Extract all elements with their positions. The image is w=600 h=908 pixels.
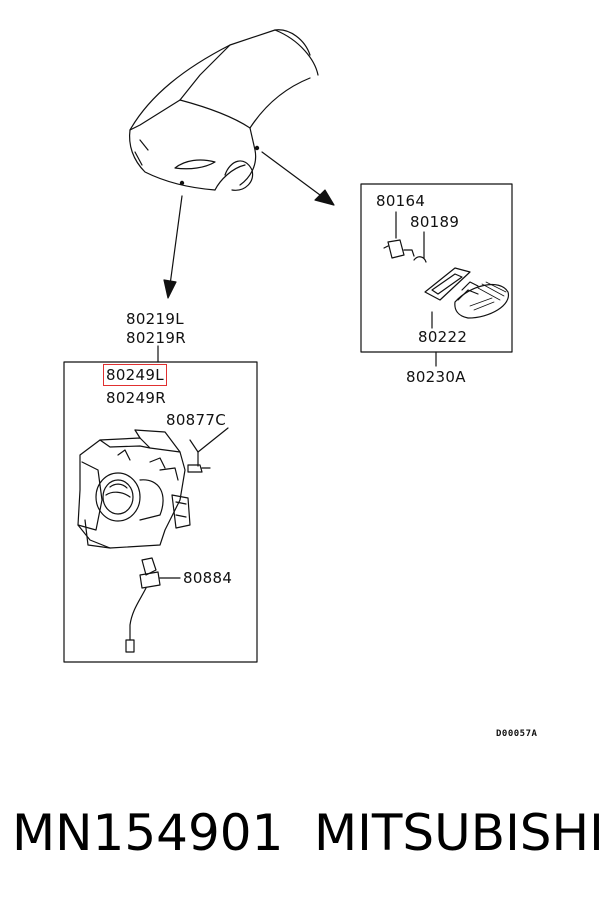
- label-80884: 80884: [183, 569, 233, 587]
- arrow-to-side-marker: [261, 151, 335, 206]
- label-80230A: 80230A: [406, 368, 466, 386]
- label-80219R: 80219R: [126, 329, 186, 347]
- diagram-code: D00057A: [496, 729, 538, 739]
- car-illustration: [128, 29, 319, 191]
- fog-lamp-assembly: [77, 429, 211, 549]
- label-80249L[interactable]: 80249L: [103, 364, 167, 386]
- label-80189: 80189: [410, 213, 460, 231]
- label-80164: 80164: [376, 192, 426, 210]
- fog-lamp-group-box: [63, 361, 258, 663]
- arrow-to-fog-lamp: [163, 195, 183, 299]
- label-80219L: 80219L: [126, 310, 184, 328]
- side-marker-parts: [383, 211, 509, 329]
- label-80877C: 80877C: [166, 411, 226, 429]
- footer-part-number: MN154901: [12, 804, 284, 862]
- label-80222: 80222: [418, 328, 468, 346]
- label-80249R: 80249R: [106, 389, 166, 407]
- fog-bulb-harness: [125, 557, 181, 653]
- footer-brand: MITSUBISHI: [314, 804, 600, 862]
- highlighted-part-number[interactable]: 80249L: [103, 364, 167, 386]
